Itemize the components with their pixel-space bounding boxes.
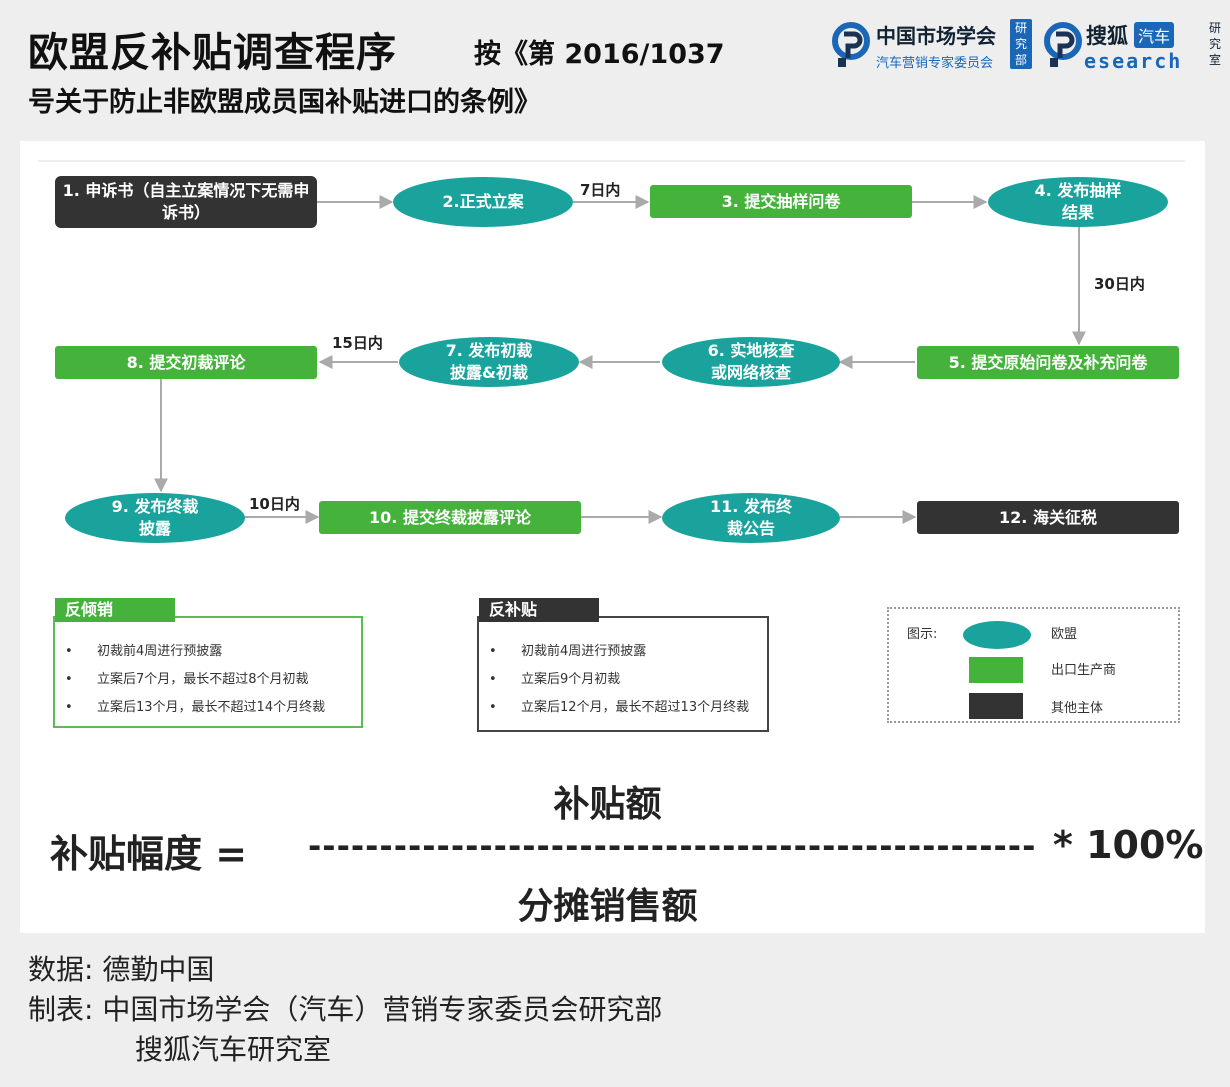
formula-rhs: * 100% bbox=[1053, 823, 1204, 867]
node-8-provisional-comment: 8. 提交初裁评论 bbox=[55, 346, 317, 379]
formula-fraction-bar: ----------------------------------------… bbox=[308, 827, 1036, 865]
logo1-subname: 汽车营销专家委员会 bbox=[876, 56, 994, 71]
antisubsidy-box: 反补贴 初裁前4周进行预披露 立案后9个月初裁 立案后12个月，最长不超过13个… bbox=[477, 598, 769, 732]
legend-swatch-exporter bbox=[969, 657, 1023, 683]
page-title: 欧盟反补贴调查程序 bbox=[28, 30, 397, 76]
badge-char: 究 bbox=[1014, 37, 1027, 51]
formula-numerator: 补贴额 bbox=[553, 784, 662, 825]
node-1-petition: 1. 申诉书（自主立案情况下无需申诉书） bbox=[55, 176, 317, 228]
antisubsidy-title: 反补贴 bbox=[479, 598, 599, 622]
badge-char: 研 bbox=[1208, 21, 1221, 35]
label-10-days: 10日内 bbox=[249, 495, 300, 513]
legend-label-eu: 欧盟 bbox=[1051, 627, 1078, 642]
legend-swatch-eu bbox=[963, 621, 1031, 649]
legend-swatch-other bbox=[969, 693, 1023, 719]
node-3-sampling-questionnaire: 3. 提交抽样问卷 bbox=[650, 185, 912, 218]
node-9-final-disclosure: 9. 发布终裁披露 bbox=[65, 493, 245, 543]
antidumping-list: 初裁前4周进行预披露 立案后7个月，最长不超过8个月初裁 立案后13个月，最长不… bbox=[65, 638, 325, 722]
logo2-badge: 汽车 bbox=[1134, 22, 1175, 48]
legend-label-other: 其他主体 bbox=[1051, 701, 1104, 716]
footer-data-source: 数据: 德勤中国 bbox=[28, 953, 215, 986]
list-item: 立案后7个月，最长不超过8个月初裁 bbox=[65, 666, 325, 694]
q-logo-icon bbox=[1044, 22, 1082, 67]
list-item: 立案后9个月初裁 bbox=[489, 666, 749, 694]
sohu-logo: 搜狐 汽车 esearch 研 究 室 bbox=[1044, 18, 1224, 73]
label-30-days: 30日内 bbox=[1094, 275, 1145, 293]
badge-char: 研 bbox=[1014, 21, 1027, 35]
list-item: 初裁前4周进行预披露 bbox=[65, 638, 325, 666]
flow-arrows bbox=[38, 160, 1185, 524]
node-5-questionnaire: 5. 提交原始问卷及补充问卷 bbox=[917, 346, 1179, 379]
badge-char: 究 bbox=[1208, 37, 1221, 51]
node-7-provisional: 7. 发布初裁披露&初裁 bbox=[399, 337, 579, 387]
badge-char: 室 bbox=[1208, 53, 1221, 67]
logo1-name: 中国市场学会 bbox=[876, 24, 996, 48]
label-7-days: 7日内 bbox=[580, 181, 621, 199]
node-12-customs: 12. 海关征税 bbox=[917, 501, 1179, 534]
antidumping-box: 反倾销 初裁前4周进行预披露 立案后7个月，最长不超过8个月初裁 立案后13个月… bbox=[53, 598, 363, 728]
node-4-sampling-result: 4. 发布抽样结果 bbox=[988, 177, 1168, 227]
cma-logo: 中国市场学会 汽车营销专家委员会 研 究 部 bbox=[832, 18, 1037, 72]
legend-label-exporter: 出口生产商 bbox=[1051, 663, 1117, 678]
badge-char: 部 bbox=[1014, 53, 1027, 67]
list-item: 初裁前4周进行预披露 bbox=[489, 638, 749, 666]
node-6-verification: 6. 实地核查或网络核查 bbox=[662, 337, 840, 387]
legend: 图示: 欧盟 出口生产商 其他主体 bbox=[887, 607, 1180, 723]
footer-maker-2: 搜狐汽车研究室 bbox=[135, 1033, 332, 1066]
label-15-days: 15日内 bbox=[332, 334, 383, 352]
logo2-subname: esearch bbox=[1084, 49, 1183, 73]
page-subtitle-part1: 按《第 2016/1037 bbox=[474, 39, 725, 70]
list-item: 立案后12个月，最长不超过13个月终裁 bbox=[489, 694, 749, 722]
node-2-filing: 2.正式立案 bbox=[393, 177, 573, 227]
logo2-side-badge: 研 究 室 bbox=[1207, 20, 1223, 68]
list-item: 立案后13个月，最长不超过14个月终裁 bbox=[65, 694, 325, 722]
antisubsidy-list: 初裁前4周进行预披露 立案后9个月初裁 立案后12个月，最长不超过13个月终裁 bbox=[489, 638, 749, 722]
logo1-badge: 研 究 部 bbox=[1010, 19, 1032, 69]
legend-title: 图示: bbox=[907, 627, 938, 642]
node-10-final-comment: 10. 提交终裁披露评论 bbox=[319, 501, 581, 534]
node-11-final-notice: 11. 发布终裁公告 bbox=[662, 493, 840, 543]
antidumping-title: 反倾销 bbox=[55, 598, 175, 622]
page-subtitle-part2: 号关于防止非欧盟成员国补贴进口的条例》 bbox=[28, 87, 541, 118]
formula-denominator: 分摊销售额 bbox=[517, 886, 698, 927]
footer-maker: 制表: 中国市场学会（汽车）营销专家委员会研究部 bbox=[28, 993, 663, 1026]
main-panel: 1. 申诉书（自主立案情况下无需申诉书） 2.正式立案 3. 提交抽样问卷 4.… bbox=[20, 141, 1205, 933]
logo2-name: 搜狐 bbox=[1086, 24, 1128, 48]
formula-lhs: 补贴幅度 = bbox=[50, 832, 248, 876]
q-logo-icon bbox=[832, 22, 870, 67]
